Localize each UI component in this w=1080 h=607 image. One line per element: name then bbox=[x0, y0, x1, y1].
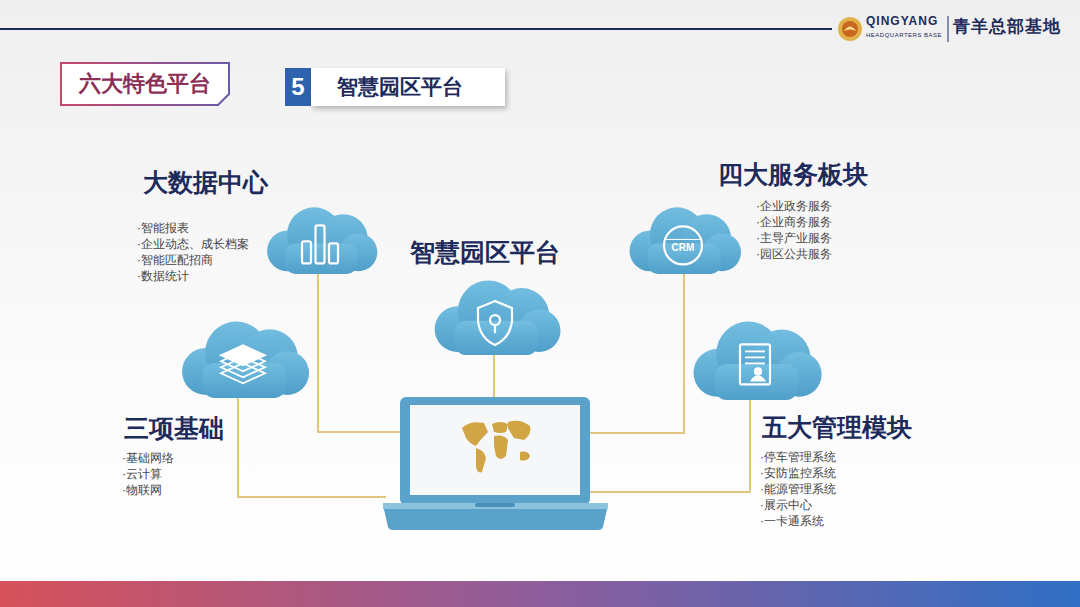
bullet-item: ·停车管理系统 bbox=[760, 450, 836, 464]
cloud-shape bbox=[428, 279, 562, 355]
cloud-shape bbox=[176, 320, 310, 398]
connector-lines bbox=[238, 274, 750, 497]
section-tag: 六大特色平台 bbox=[60, 62, 230, 106]
cloud-heading: 智慧园区平台 bbox=[410, 237, 560, 267]
cloud-shape bbox=[262, 206, 378, 274]
icon-text: CRM bbox=[672, 242, 695, 254]
logo-subtitle: HEADQUARTERS BASE bbox=[866, 32, 942, 39]
shield-icon bbox=[478, 301, 512, 345]
data-center-cloud: 大数据中心 ·智能报表 ·企业动态、成长档案 ·智能匹配招商 ·数据统计 bbox=[118, 158, 386, 283]
bars-icon bbox=[302, 225, 338, 263]
section-title-box: 智慧园区平台 bbox=[311, 68, 505, 106]
cloud-heading: 四大服务板块 bbox=[718, 159, 868, 189]
logo-emblem bbox=[838, 16, 948, 42]
bullet-item: ·企业政务服务 bbox=[756, 199, 832, 213]
platform-cloud: 智慧园区平台 bbox=[398, 230, 592, 360]
bottom-gradient-bar bbox=[0, 581, 1080, 607]
bullet-item: ·一卡通系统 bbox=[760, 514, 824, 528]
management-cloud: 五大管理模块 ·停车管理系统 ·安防监控系统 ·能源管理系统 ·展示中心 ·一卡通系统 bbox=[680, 310, 940, 540]
foundation-cloud: 三项基础 ·基础网络 ·云计算 ·物联网 bbox=[110, 310, 320, 510]
bullet-item: ·云计算 bbox=[122, 467, 162, 481]
bullet-item: ·安防监控系统 bbox=[760, 466, 836, 480]
tag-text: 六大特色平台 bbox=[79, 69, 211, 99]
layers-icon bbox=[221, 345, 265, 383]
bullet-item: ·基础网络 bbox=[122, 451, 174, 465]
cloud-shape bbox=[624, 206, 742, 274]
cloud-shape bbox=[688, 320, 822, 400]
cloud-heading: 五大管理模块 bbox=[762, 412, 912, 442]
crm-icon bbox=[664, 226, 702, 264]
bullet-item: ·企业商务服务 bbox=[756, 215, 832, 229]
doc-icon bbox=[740, 344, 770, 384]
service-cloud: 四大服务板块 ·企业政务服务 ·企业商务服务 ·主导产业服务 ·园区公共服务 CRM bbox=[615, 150, 915, 280]
header-rule bbox=[0, 29, 832, 30]
cloud-heading: 大数据中心 bbox=[143, 167, 268, 197]
number-badge: 5 bbox=[285, 68, 311, 106]
section-title: 智慧园区平台 bbox=[337, 73, 463, 101]
bullet-item: ·企业动态、成长档案 bbox=[137, 237, 249, 251]
cloud-heading: 三项基础 bbox=[124, 413, 224, 443]
bullet-item: ·物联网 bbox=[122, 483, 162, 497]
laptop-illustration bbox=[383, 397, 608, 530]
brand-name: 青羊总部基地 bbox=[953, 18, 1061, 37]
bullet-item: ·能源管理系统 bbox=[760, 482, 836, 496]
bullet-item: ·主导产业服务 bbox=[756, 231, 832, 245]
bullet-item: ·智能匹配招商 bbox=[137, 253, 213, 267]
bullet-item: ·智能报表 bbox=[137, 221, 189, 235]
bullet-item: ·园区公共服务 bbox=[756, 247, 832, 261]
section-number: 5 bbox=[291, 73, 304, 101]
bullet-item: ·数据统计 bbox=[137, 269, 189, 283]
bullet-item: ·展示中心 bbox=[760, 498, 812, 512]
logo-wordmark: QINGYANG bbox=[866, 15, 938, 28]
